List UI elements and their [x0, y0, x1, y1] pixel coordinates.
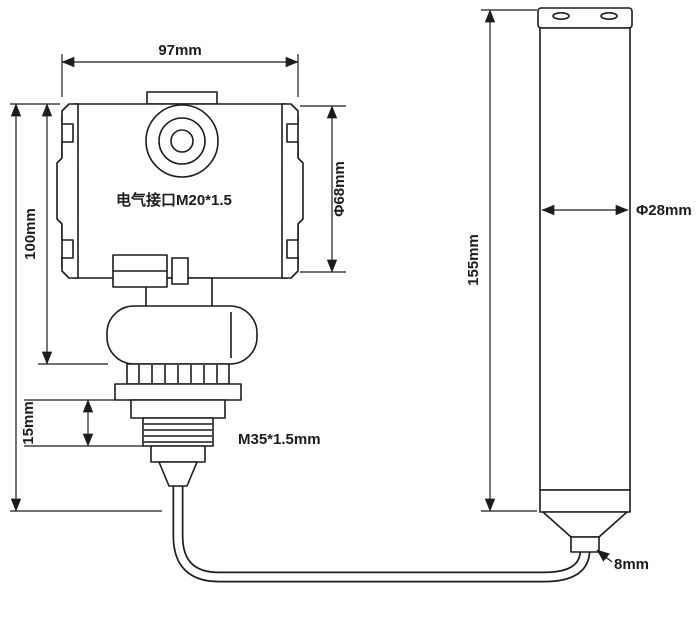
- top-cap: [146, 91, 218, 105]
- left-cover-ribs: [56, 103, 79, 279]
- probe-taper: [542, 511, 628, 538]
- process-hub: [106, 305, 258, 365]
- dim-label-body-diameter: Φ68mm: [331, 161, 348, 217]
- dim-label-housing-width: 97mm: [158, 42, 201, 59]
- probe-view: [537, 7, 633, 553]
- thread-lines: [144, 423, 212, 443]
- electrical-port-label: 电气接口M20*1.5: [116, 191, 232, 209]
- dim-label-flange-height: 15mm: [20, 401, 37, 444]
- flange-step: [130, 399, 226, 419]
- clamp-block: [171, 257, 189, 285]
- gland-nut: [150, 445, 206, 463]
- cable-gland-taper: [158, 461, 198, 487]
- dim-label-cable-diameter: 8mm: [614, 556, 649, 573]
- right-cover-ribs: [281, 103, 304, 279]
- dim-label-housing-height: 100mm: [22, 208, 39, 260]
- vent-slot-left: [552, 12, 570, 21]
- dim-label-probe-length: 155mm: [465, 234, 482, 286]
- dim-label-probe-diameter: Φ28mm: [636, 202, 692, 219]
- knurled-nut-ribs: [138, 365, 218, 383]
- dimensions: 97mm 100mm 15mm Φ68mm 电气接口M20*1.5 M35*1.…: [10, 9, 692, 573]
- flange-plate: [114, 383, 242, 401]
- probe-cable-boot: [570, 536, 600, 553]
- probe-body: [539, 27, 631, 491]
- display-window-center: [170, 129, 194, 153]
- connection-cable: [172, 484, 591, 583]
- vent-slot-right: [600, 12, 618, 21]
- transmitter-view: [56, 91, 304, 487]
- probe-lower-section: [539, 489, 631, 513]
- thread-size-label: M35*1.5mm: [238, 431, 321, 448]
- probe-top-cap: [537, 7, 633, 29]
